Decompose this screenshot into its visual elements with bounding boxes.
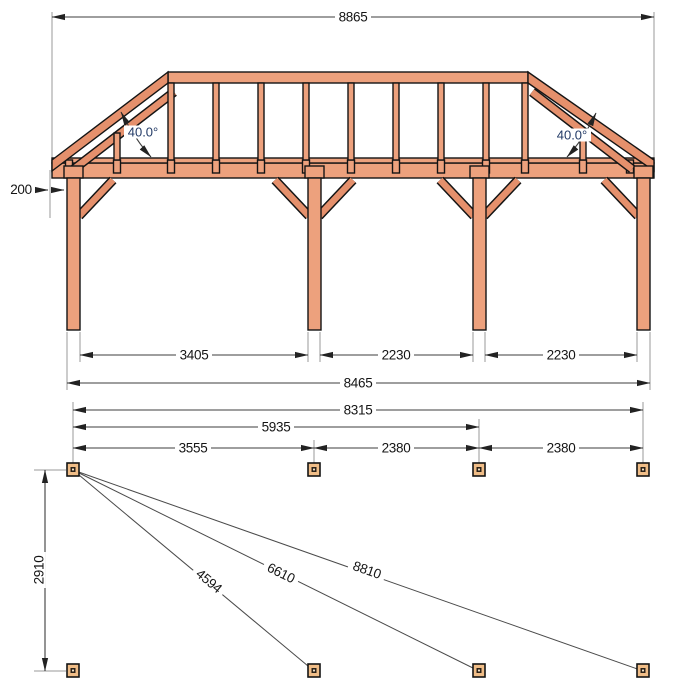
dimension-bays: 3405 2230 2230 [66,332,651,390]
dimension-outer-width: 8465 [66,376,651,391]
angle-dimension-left: 40.0° [120,111,162,158]
dim-plan-5935-label: 5935 [262,420,291,435]
post-marker [472,663,486,678]
slope-stud-left [113,132,121,161]
dim-plan-total-label: 8315 [344,403,373,418]
post-marker [636,663,650,678]
angle-right-label: 40.0° [557,128,588,143]
diagonal1-label-group: 4594 [190,563,228,599]
angle-dimension-right: 40.0° [553,112,597,158]
dim-bay1-label: 3405 [180,348,209,363]
post-1 [66,177,81,331]
angle-left-label: 40.0° [128,125,159,140]
dimension-plan-depth: 2910 [32,469,66,672]
diagonal2-label-group: 6610 [261,558,301,588]
post-4 [636,177,651,331]
dimension-plan-5935: 5935 [72,420,480,435]
dim-span1-label: 3555 [179,441,208,456]
frame-structure [51,70,655,331]
dimension-plan-total: 8315 [72,403,644,418]
dim-bay3-label: 2230 [547,348,576,363]
post-marker [307,663,321,678]
roof-studs [167,82,529,161]
post-marker [636,462,650,477]
plan-diagonals: 4594 6610 8810 [72,469,644,672]
knee-braces [75,176,642,220]
dim-diagonal2-label: 6610 [265,560,298,586]
post-marker [66,663,80,678]
ridge-beam [167,71,529,84]
post-markers [66,462,650,678]
post-marker [307,462,321,477]
post-2 [307,177,322,331]
dim-diagonal3-label: 8810 [351,558,383,582]
dim-depth-label: 2910 [32,556,47,585]
post-marker [66,462,80,477]
dim-outer-width-label: 8465 [344,376,373,391]
dim-span3-label: 2380 [547,441,576,456]
posts [66,177,651,331]
fascia-right [527,70,655,173]
dimension-plan-spans: 3555 2380 2380 [72,441,644,456]
dim-span2-label: 2380 [382,441,411,456]
dim-bay2-label: 2230 [382,348,411,363]
plan-view: 8315 5935 3555 2380 2380 29 [32,402,650,678]
diagonal3-label-group: 8810 [346,557,388,583]
post-marker [472,462,486,477]
dimension-overhang: 200 [10,170,65,218]
dimension-total-width: 8865 [51,10,655,159]
elevation-view: 8865 [10,10,655,391]
dim-total-width-label: 8865 [339,10,368,25]
dim-overhang-label: 200 [10,182,32,197]
post-3 [472,177,487,331]
post-caps [63,165,654,179]
